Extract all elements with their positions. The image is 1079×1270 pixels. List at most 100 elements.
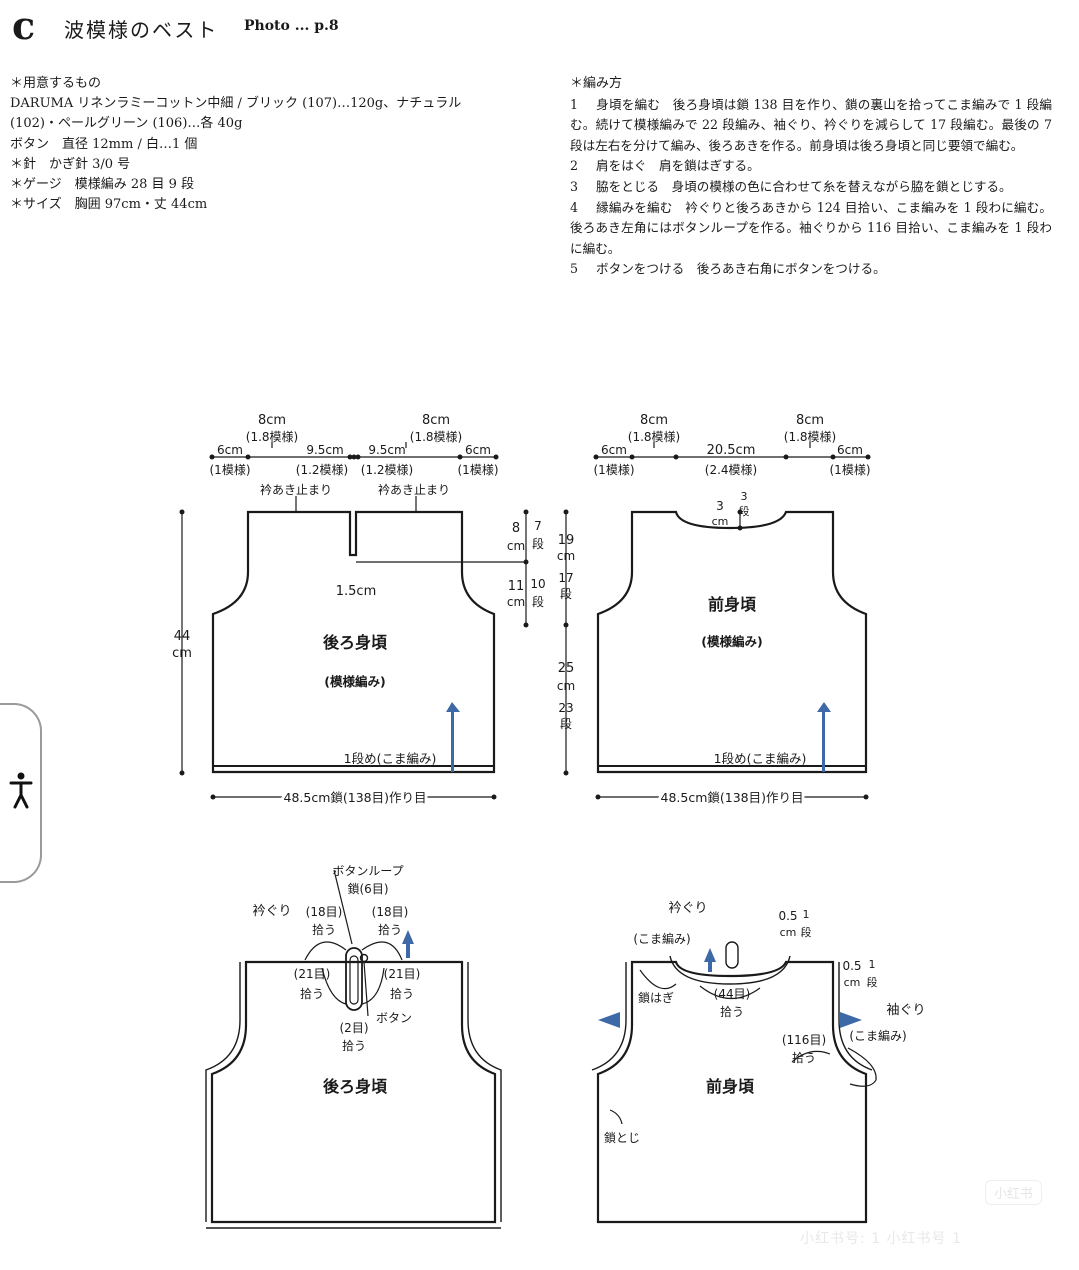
side-seam-label: 鎖とじ xyxy=(604,1130,640,1145)
shoulder-chain-join: 鎖はぎ xyxy=(638,990,674,1005)
front-armhole-right-pattern: (1模様) xyxy=(830,463,871,477)
lower-opening-rows: 10 xyxy=(530,577,545,591)
front-armhole-left-pattern: (1模様) xyxy=(594,463,635,477)
opening-cm-unit: cm xyxy=(507,539,525,553)
lower-opening-cm: 11 xyxy=(508,579,525,594)
watermark-text: 小红书号: 1 小红书号 1 xyxy=(800,1231,962,1247)
back-shoulder-left-cm: 8cm xyxy=(258,413,286,428)
watermark-badge: 小红书 xyxy=(985,1180,1043,1205)
back-armhole-right-pattern: (1模様) xyxy=(458,463,499,477)
front-pick-word-1: 拾う xyxy=(720,1004,744,1019)
armhole-band-cm-unit: cm xyxy=(844,976,861,989)
front-neck-depth-cm-unit: cm xyxy=(712,515,729,528)
step-text: ボタンをつける 後ろあき右角にボタンをつける。 xyxy=(596,261,886,277)
back-height-unit: cm xyxy=(172,646,192,661)
front-neck-pattern: (2.4模様) xyxy=(705,463,757,477)
back-shoulder-right-pattern: (1.8模様) xyxy=(410,430,462,444)
front-finish-outline xyxy=(596,960,868,1224)
front-pick-44: (44目) xyxy=(714,987,751,1001)
back-pick-word-2: 拾う xyxy=(378,922,402,937)
instructions-heading: ＊編み方 xyxy=(570,76,623,91)
materials-yarn: DARUMA リネンラミーコットン中細 / ブリック (107)…120g、ナチ… xyxy=(10,96,462,112)
back-armhole-left-cm: 6cm xyxy=(217,443,243,457)
materials-heading: ＊用意するもの xyxy=(10,76,102,91)
back-neck-right-pattern: (1.2模様) xyxy=(361,463,413,477)
photo-reference: Photo ... p.8 xyxy=(244,18,339,34)
front-shoulder-right-pattern: (1.8模様) xyxy=(784,430,836,444)
front-armhole-right-cm: 6cm xyxy=(837,443,863,457)
chapter-letter: c xyxy=(12,3,36,48)
step-text: 縁編みを編む 衿ぐりと後ろあきから 124 目拾い、こま編みを 1 段わに編む。… xyxy=(570,199,1052,256)
step-number: 3 xyxy=(570,178,579,194)
back-neck-left-cm: 9.5cm xyxy=(306,443,343,457)
step-number: 2 xyxy=(570,158,579,174)
front-first-row: 1段め(こま編み) xyxy=(714,751,807,766)
front-neck-depth-rows: 3 xyxy=(741,490,748,503)
armhole-height-rows: 17 xyxy=(558,571,573,585)
armhole-band-one-row: 1 xyxy=(869,958,876,971)
back-pick-21-left: (21目) xyxy=(294,967,331,981)
front-finish-name: 前身頃 xyxy=(706,1077,755,1096)
button-loop-label: ボタンループ xyxy=(332,864,403,878)
front-body-stitch: (模様編み) xyxy=(701,634,762,649)
front-armhole-sc: (こま編み) xyxy=(849,1028,906,1043)
neck-band-one-row: 1 xyxy=(803,908,810,921)
front-shoulder-left-cm: 8cm xyxy=(640,413,668,428)
materials-block: ＊用意するもの DARUMA リネンラミーコットン中細 / ブリック (107)… xyxy=(10,74,530,215)
armhole-height-cm-unit: cm xyxy=(557,549,575,563)
armhole-band-half-cm: 0.5 xyxy=(842,959,861,973)
lower-opening-rows-unit: 段 xyxy=(532,594,544,609)
back-pick-word-3: 拾う xyxy=(300,986,324,1001)
front-pick-116: (116目) xyxy=(782,1033,826,1047)
materials-button: ボタン 直径 12mm / 白…1 個 xyxy=(10,136,198,152)
back-neck-stop-left: 衿あき止まり xyxy=(260,482,332,497)
back-top-dimensions xyxy=(212,442,496,512)
armhole-height-cm: 19 xyxy=(558,533,575,548)
materials-yarn-cont: (102)・ペールグリーン (106)…各 40g xyxy=(10,116,243,132)
knitting-direction-arrows xyxy=(402,702,862,1028)
step-text: 身頃を編む 後ろ身頃は鎖 138 目を作り、鎖の裏山を拾ってこま編みで 1 段編… xyxy=(570,96,1052,153)
back-body-stitch: (模様編み) xyxy=(324,674,385,689)
neck-band-cm-unit: cm xyxy=(780,926,797,939)
back-pick-word-1: 拾う xyxy=(312,922,336,937)
back-neck-right-cm: 9.5cm xyxy=(368,443,405,457)
materials-hook: ＊針 かぎ針 3/0 号 xyxy=(10,156,131,172)
back-shoulder-right-cm: 8cm xyxy=(422,413,450,428)
front-armhole-label: 袖ぐり xyxy=(886,1003,925,1018)
back-shoulder-left-pattern: (1.8模様) xyxy=(246,430,298,444)
materials-size: ＊サイズ 胸囲 97cm・丈 44cm xyxy=(10,197,208,213)
back-pick-18-right: (18目) xyxy=(372,905,409,919)
armhole-height-rows-unit: 段 xyxy=(560,586,572,601)
back-neck-stop-right: 衿あき止まり xyxy=(378,482,450,497)
back-pick-18-left: (18目) xyxy=(306,905,343,919)
front-neck-depth-cm: 3 xyxy=(716,499,724,513)
back-opening-band xyxy=(345,947,363,1011)
opening-cm: 8 xyxy=(512,521,520,536)
back-finish-outline xyxy=(210,960,497,1224)
opening-rows-unit: 段 xyxy=(532,536,544,551)
front-pick-word-2: 拾う xyxy=(792,1050,816,1065)
neck-band-half-cm: 0.5 xyxy=(778,909,797,923)
lower-opening-cm-unit: cm xyxy=(507,595,525,609)
back-body-outline xyxy=(211,510,496,774)
back-pick-word-5: 拾う xyxy=(342,1038,366,1053)
instruction-step: 5 ボタンをつける 後ろあき右角にボタンをつける。 xyxy=(570,259,1052,280)
accessibility-icon[interactable] xyxy=(8,770,34,810)
front-neck-band xyxy=(669,955,791,985)
back-first-row: 1段め(こま編み) xyxy=(344,751,437,766)
back-body-name: 後ろ身頃 xyxy=(323,633,388,652)
back-pick-21-right: (21目) xyxy=(384,967,421,981)
step-number: 5 xyxy=(570,261,579,277)
back-finish-name: 後ろ身頃 xyxy=(323,1077,388,1096)
button-mark xyxy=(359,953,369,963)
back-pick-word-4: 拾う xyxy=(390,986,414,1001)
button-label: ボタン xyxy=(376,1011,412,1025)
back-pick-2: (2目) xyxy=(340,1021,369,1035)
step-text: 脇をとじる 身頃の模様の色に合わせて糸を替えながら脇を鎖とじする。 xyxy=(596,178,1012,194)
front-body-name: 前身頃 xyxy=(708,595,757,614)
